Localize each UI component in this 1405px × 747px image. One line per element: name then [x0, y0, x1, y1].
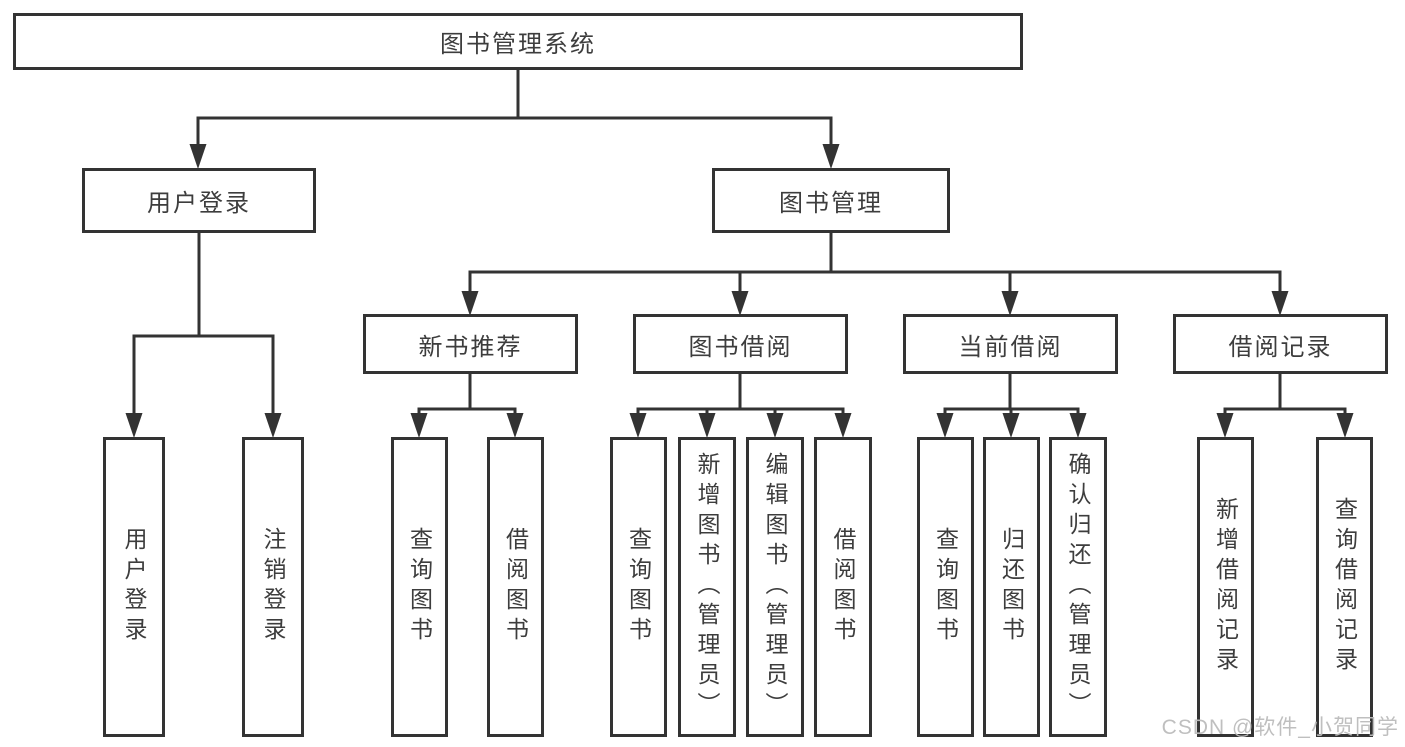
node-label: 查询图书	[932, 527, 959, 647]
node-label: 新书推荐	[418, 333, 523, 361]
arrowhead-icon	[1336, 413, 1354, 438]
leaf-add-borrow-record: 新增借阅记录	[1197, 437, 1254, 737]
leaf-logout: 注销登录	[242, 437, 304, 737]
node-label: 借阅图书	[830, 527, 856, 647]
leaf-add-books-admin: 新增图书（管理员）	[678, 437, 736, 737]
arrowhead-icon	[1216, 413, 1234, 438]
arrowhead-icon	[264, 413, 282, 438]
node-label: 借阅记录	[1228, 333, 1333, 361]
node-borrow-records: 借阅记录	[1173, 314, 1388, 374]
leaf-user-login: 用户登录	[103, 437, 165, 737]
leaf-edit-books-admin: 编辑图书（管理员）	[746, 437, 804, 737]
connector-root-to-level2	[189, 67, 840, 169]
node-new-books-recommend: 新书推荐	[363, 314, 578, 374]
node-label: 用户登录	[121, 527, 147, 647]
leaf-confirm-return-admin: 确认归还（管理员）	[1049, 437, 1107, 737]
leaf-query-books-3: 查询图书	[917, 437, 974, 737]
node-label: 查询借阅记录	[1331, 497, 1358, 677]
arrowhead-icon	[461, 291, 479, 316]
node-label: 归还图书	[998, 527, 1025, 647]
arrowhead-icon	[834, 413, 852, 438]
arrowhead-icon	[766, 413, 784, 438]
connector-new-books-to-leaves	[410, 373, 524, 438]
arrowhead-icon	[189, 144, 207, 169]
leaf-query-books-2: 查询图书	[610, 437, 667, 737]
node-label: 编辑图书（管理员）	[762, 452, 788, 722]
connector-current-borrow-to-leaves	[936, 373, 1087, 438]
leaf-borrow-books-2: 借阅图书	[814, 437, 872, 737]
node-label: 用户登录	[147, 190, 251, 217]
node-label: 新增借阅记录	[1212, 497, 1239, 677]
arrowhead-icon	[410, 413, 428, 438]
leaf-query-borrow-record: 查询借阅记录	[1316, 437, 1373, 737]
node-book-borrow: 图书借阅	[633, 314, 848, 374]
arrowhead-icon	[629, 413, 647, 438]
node-label: 图书管理系统	[440, 31, 596, 58]
arrowhead-icon	[1002, 413, 1020, 438]
connector-book-management-to-level3	[461, 233, 1289, 316]
arrowhead-icon	[698, 413, 716, 438]
leaf-query-books-1: 查询图书	[391, 437, 448, 737]
arrowhead-icon	[1069, 413, 1087, 438]
node-book-management: 图书管理	[712, 168, 950, 233]
node-label: 确认归还（管理员）	[1065, 452, 1091, 722]
arrowhead-icon	[125, 413, 143, 438]
connector-user-login-to-leaves	[125, 233, 282, 438]
node-current-borrow: 当前借阅	[903, 314, 1118, 374]
node-label: 注销登录	[260, 527, 286, 647]
leaf-borrow-books-1: 借阅图书	[487, 437, 544, 737]
node-label: 图书借阅	[688, 333, 793, 361]
arrowhead-icon	[1271, 291, 1289, 316]
arrowhead-icon	[822, 144, 840, 169]
node-label: 图书管理	[779, 190, 883, 217]
node-library-management-system: 图书管理系统	[13, 13, 1023, 70]
node-label: 查询图书	[406, 527, 433, 647]
node-label: 当前借阅	[958, 333, 1063, 361]
node-user-login: 用户登录	[82, 168, 316, 233]
arrowhead-icon	[1001, 291, 1019, 316]
arrowhead-icon	[506, 413, 524, 438]
leaf-return-books: 归还图书	[983, 437, 1040, 737]
arrowhead-icon	[936, 413, 954, 438]
connector-borrow-records-to-leaves	[1216, 373, 1354, 438]
node-label: 借阅图书	[502, 527, 529, 647]
node-label: 新增图书（管理员）	[694, 452, 720, 722]
node-label: 查询图书	[625, 527, 652, 647]
csdn-watermark: CSDN @软件_小贺同学	[1161, 716, 1399, 739]
arrowhead-icon	[731, 291, 749, 316]
connector-book-borrow-to-leaves	[629, 373, 852, 438]
